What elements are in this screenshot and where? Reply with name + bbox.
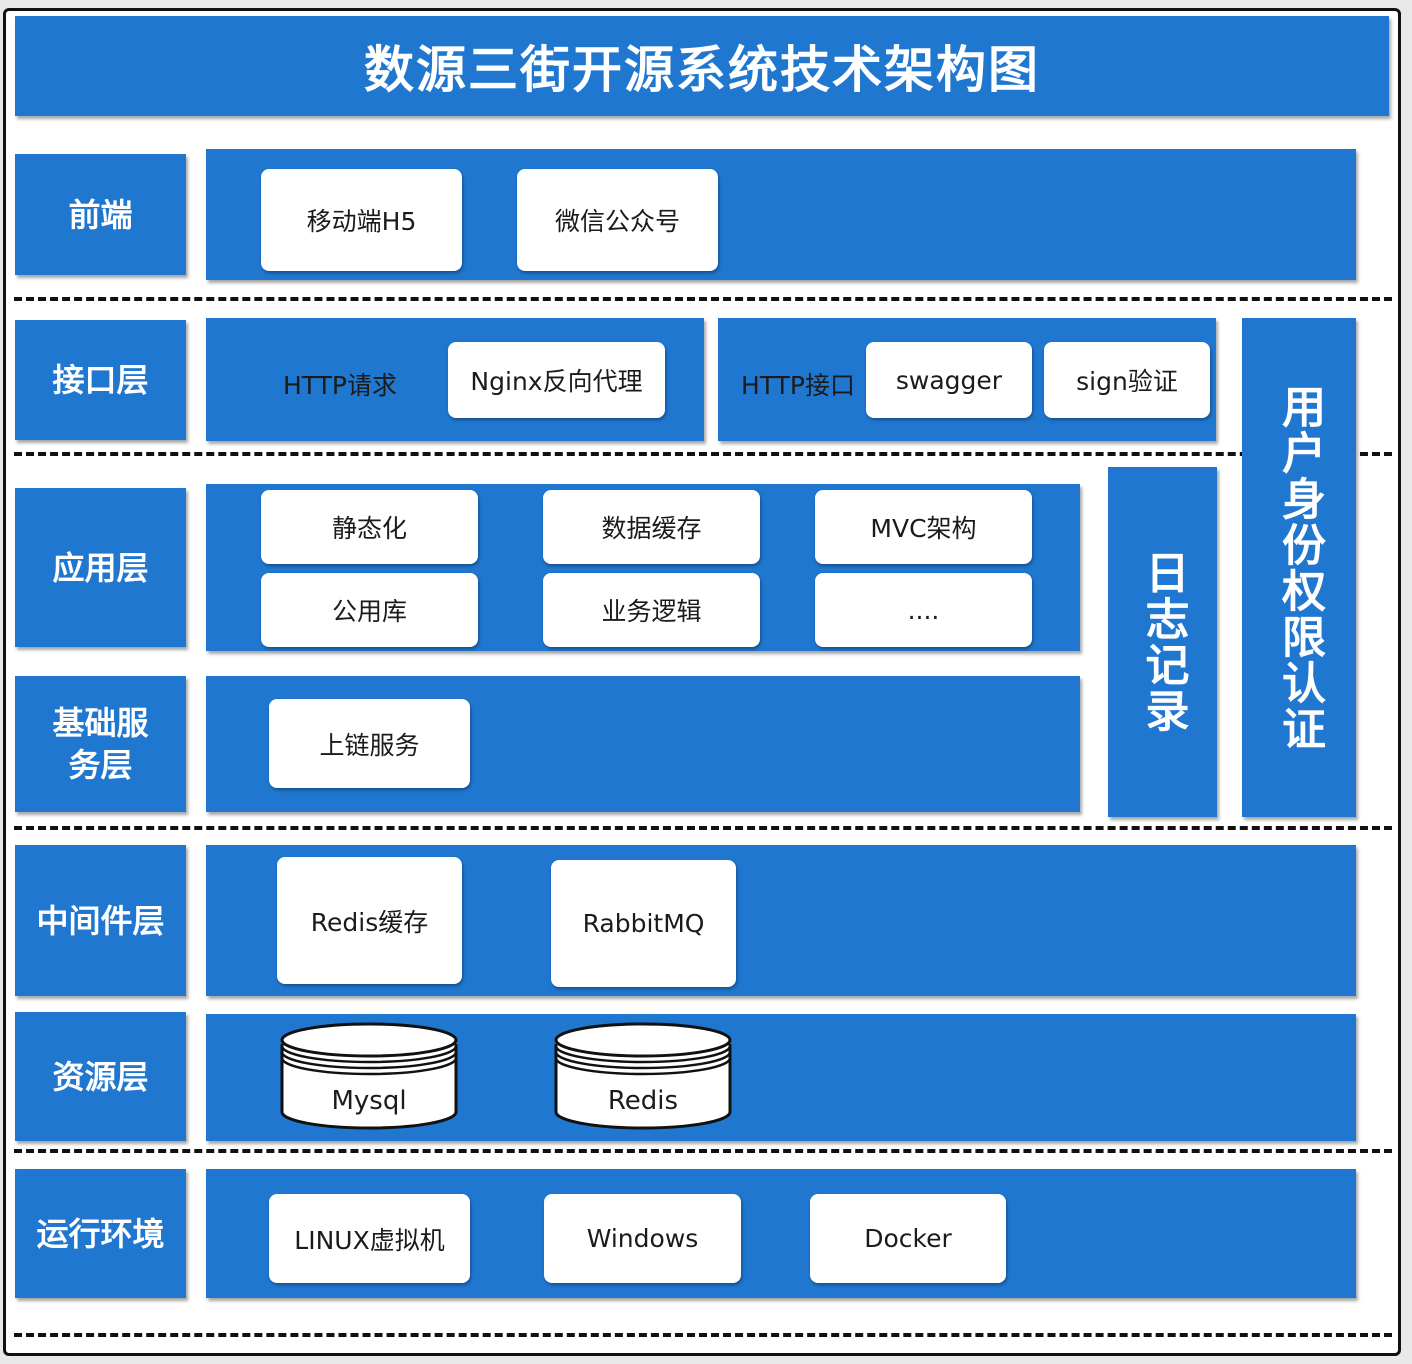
side-auth: 用户身份权限认证: [1242, 318, 1356, 817]
layer-label-resource: 资源层: [15, 1012, 186, 1141]
side-logging: 日志记录: [1108, 467, 1217, 817]
database-cylinder-icon: [280, 1022, 458, 1130]
layer-label-middleware: 中间件层: [15, 845, 186, 996]
box-business-logic: 业务逻辑: [543, 573, 760, 647]
box-data-cache: 数据缓存: [543, 490, 760, 564]
box-docker: Docker: [810, 1194, 1006, 1283]
database-label-mysql: Mysql: [331, 1086, 407, 1116]
divider-5: [14, 1333, 1392, 1337]
box-common-lib: 公用库: [261, 573, 478, 647]
box-windows: Windows: [544, 1194, 741, 1283]
divider-2: [14, 452, 1392, 456]
layer-label-interface: 接口层: [15, 320, 186, 440]
box-linux-vm: LINUX虚拟机: [269, 1194, 470, 1283]
box-chain-service: 上链服务: [269, 699, 470, 788]
divider-3: [14, 826, 1392, 830]
box-wechat-official: 微信公众号: [517, 169, 718, 271]
database-label-redis: Redis: [607, 1086, 679, 1116]
database-redis: Redis: [554, 1022, 732, 1130]
box-redis-cache: Redis缓存: [277, 857, 462, 984]
database-cylinder-icon: [554, 1022, 732, 1130]
box-static: 静态化: [261, 490, 478, 564]
layer-label-runtime: 运行环境: [15, 1169, 186, 1298]
box-mobile-h5: 移动端H5: [261, 169, 462, 271]
box-ellipsis: ....: [815, 573, 1032, 647]
layer-label-frontend: 前端: [15, 154, 186, 275]
text-http-interface: HTTP接口: [741, 371, 855, 400]
box-swagger: swagger: [866, 342, 1032, 418]
box-nginx-proxy: Nginx反向代理: [448, 342, 665, 418]
database-mysql: Mysql: [280, 1022, 458, 1130]
layer-label-application: 应用层: [15, 488, 186, 647]
page-title: 数源三街开源系统技术架构图: [364, 41, 1040, 99]
divider-1: [14, 297, 1392, 301]
divider-4: [14, 1149, 1392, 1153]
title-bar: 数源三街开源系统技术架构图: [15, 16, 1389, 116]
layer-label-base-service: 基础服 务层: [15, 676, 186, 812]
box-rabbitmq: RabbitMQ: [551, 860, 736, 987]
box-sign-verify: sign验证: [1044, 342, 1210, 418]
text-http-request: HTTP请求: [283, 371, 397, 400]
box-mvc: MVC架构: [815, 490, 1032, 564]
